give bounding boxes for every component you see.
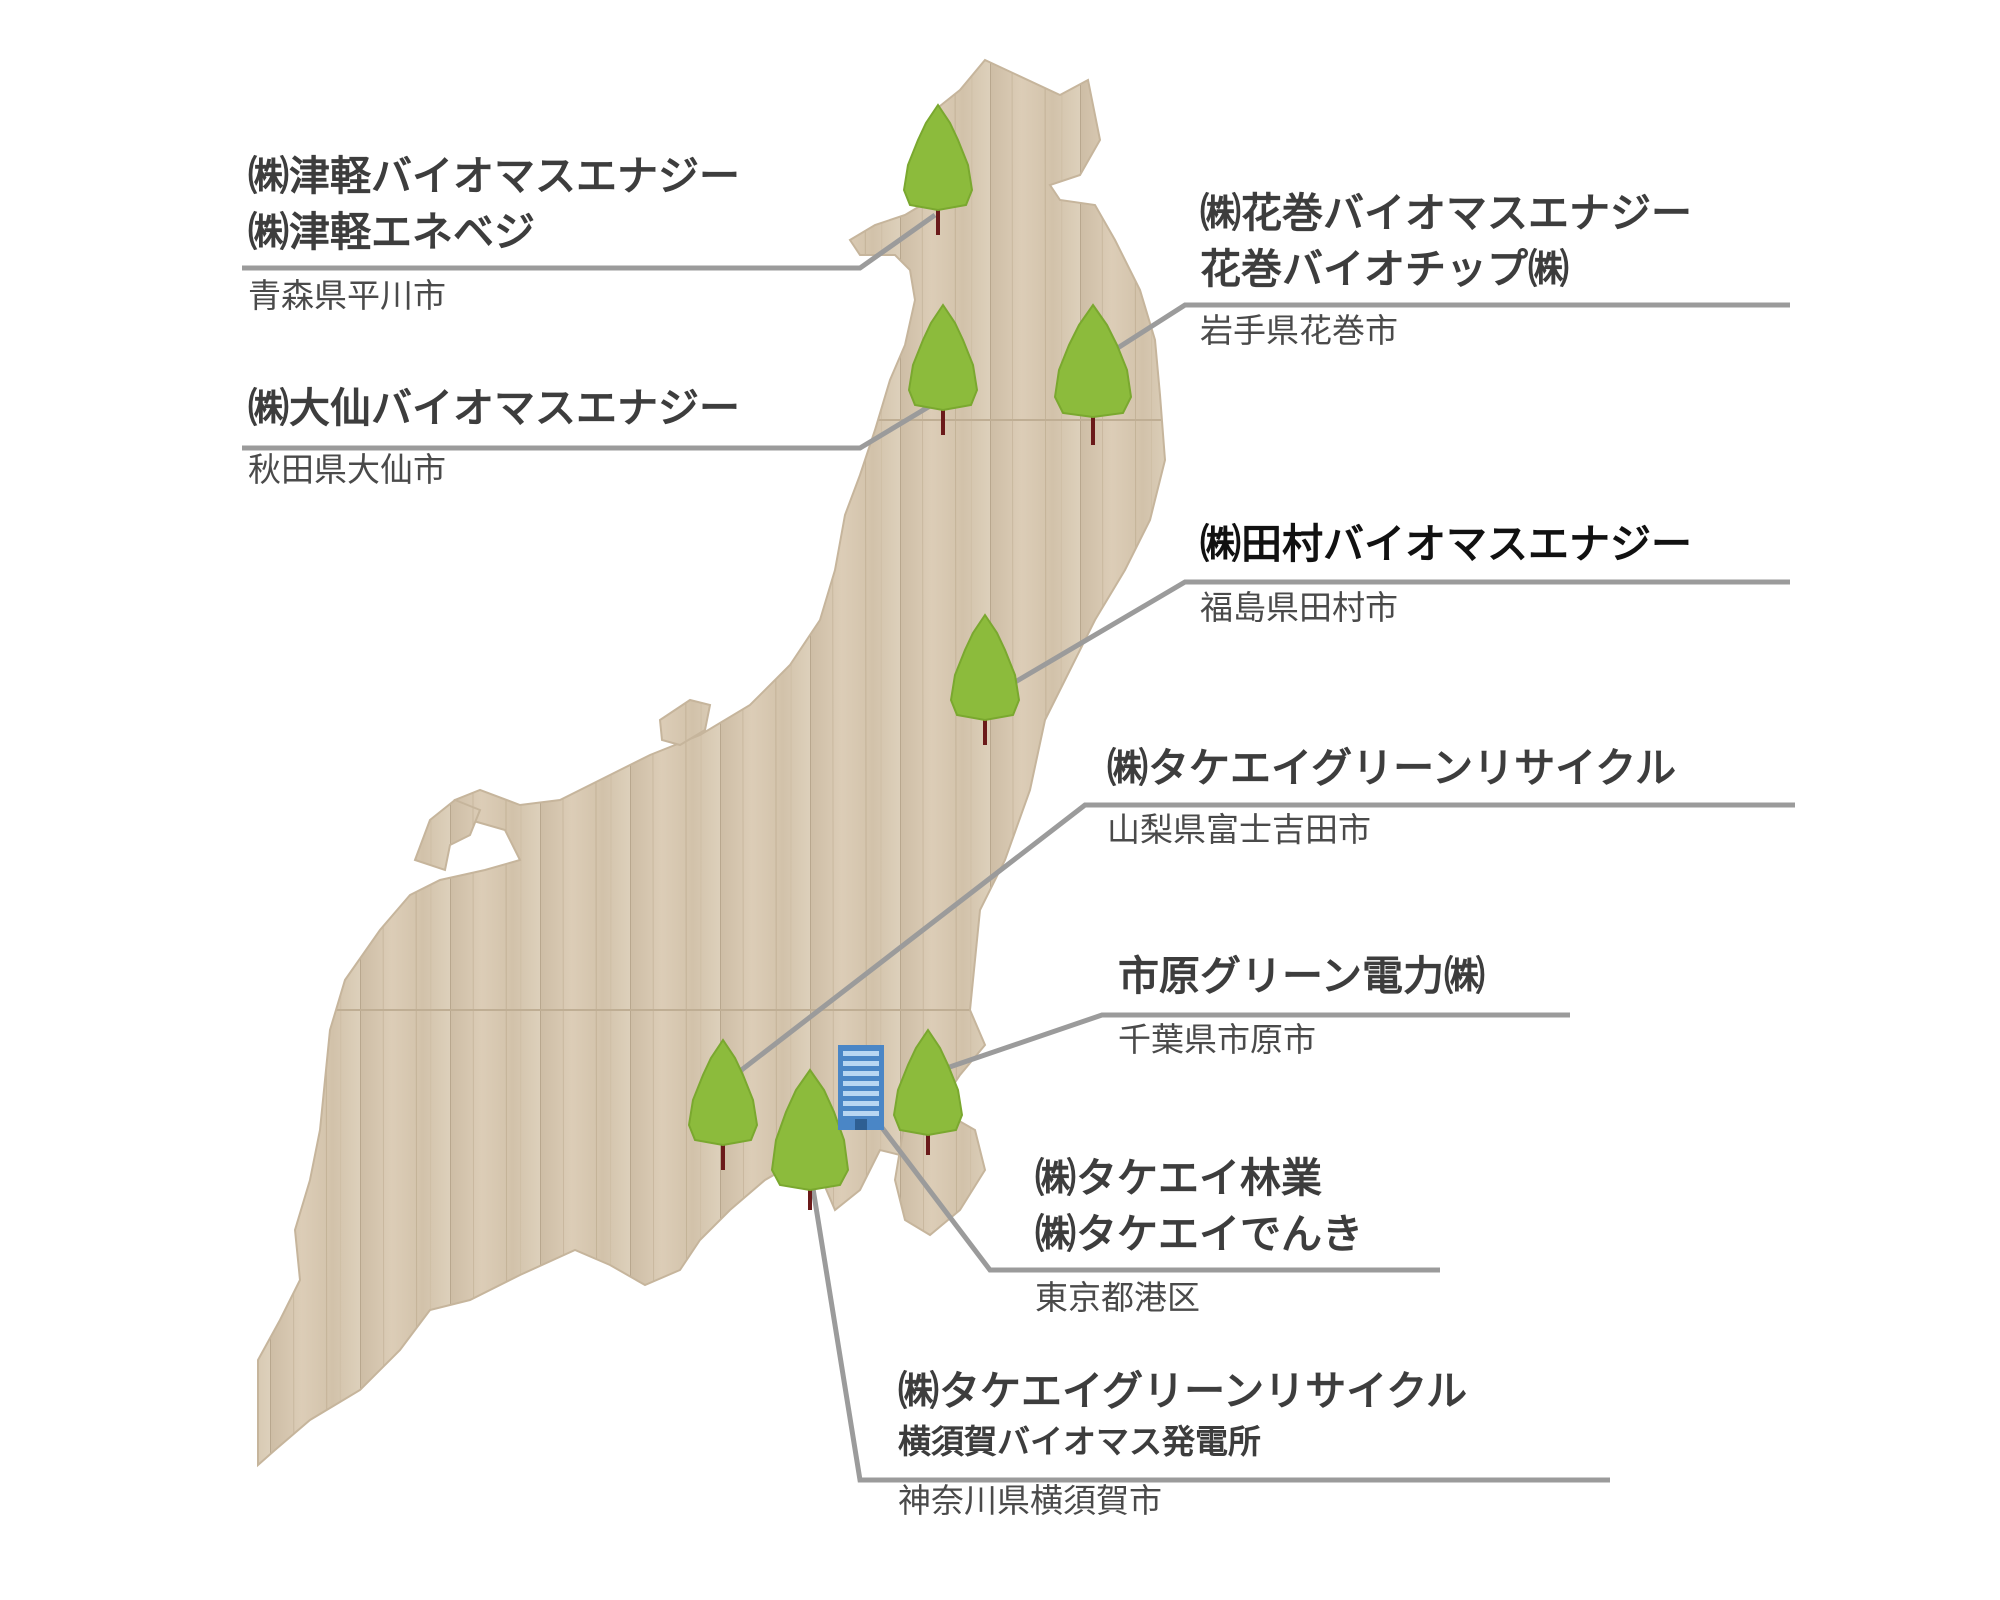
tree-yamanashi-fujiyoshida <box>687 1038 759 1170</box>
office-location: 秋田県大仙市 <box>248 450 446 489</box>
company-name: ㈱タケエイでんき <box>1035 1210 1363 1258</box>
leader-line-daisen <box>242 397 942 451</box>
office-building-icon <box>838 1045 884 1130</box>
tree-icon <box>949 613 1021 745</box>
company-name: ㈱津軽エネベジ <box>248 208 535 256</box>
company-name: ㈱タケエイグリーンリサイクル <box>898 1367 1468 1415</box>
tree-icon <box>892 1028 964 1155</box>
office-label-iwate: ㈱花巻バイオマスエナジー 花巻バイオチップ㈱ 岩手県花巻市 <box>1200 185 1692 353</box>
tree-icon <box>902 103 974 235</box>
sado-island <box>658 698 712 747</box>
office-label-tokyo: ㈱タケエイ林業 ㈱タケエイでんき 東京都港区 <box>1035 1150 1363 1320</box>
office-location: 青森県平川市 <box>248 276 446 315</box>
office-label-yamanashi: ㈱タケエイグリーンリサイクル 山梨県富士吉田市 <box>1107 740 1676 852</box>
company-name: ㈱津軽バイオマスエナジー <box>248 152 740 200</box>
company-name: ㈱大仙バイオマスエナジー <box>248 384 740 432</box>
noto-peninsula <box>413 798 482 872</box>
office-label-aomori: ㈱津軽バイオマスエナジー ㈱津軽エネベジ 青森県平川市 <box>248 148 740 318</box>
tree-iwate-hanamaki <box>1053 303 1133 445</box>
tree-fukushima-tamura <box>949 613 1021 745</box>
tree-icon <box>687 1038 759 1170</box>
office-label-chiba: 市原グリーン電力㈱ 千葉県市原市 <box>1118 948 1485 1062</box>
company-subname: 横須賀バイオマス発電所 <box>898 1422 1261 1461</box>
leader-line-tsugaru <box>242 212 937 271</box>
tree-akita-daisen <box>907 303 979 435</box>
leader-line-fujiyoshida <box>733 802 1795 1077</box>
office-location: 岩手県花巻市 <box>1200 311 1398 350</box>
office-label-fukushima: ㈱田村バイオマスエナジー 福島県田村市 <box>1200 516 1692 630</box>
company-name: ㈱タケエイ林業 <box>1035 1154 1322 1202</box>
office-location: 神奈川県横須賀市 <box>898 1481 1162 1520</box>
tree-icon <box>1053 303 1133 445</box>
office-label-kanagawa: ㈱タケエイグリーンリサイクル 横須賀バイオマス発電所 神奈川県横須賀市 <box>898 1363 1467 1523</box>
company-name: 花巻バイオチップ㈱ <box>1200 245 1569 293</box>
tree-kanagawa-yokosuka <box>770 1068 850 1210</box>
leader-lines <box>242 212 1795 1483</box>
office-location: 福島県田村市 <box>1200 588 1398 627</box>
leader-line-yokosuka <box>807 1169 1610 1483</box>
company-name: ㈱タケエイグリーンリサイクル <box>1107 744 1677 792</box>
office-location: 東京都港区 <box>1035 1278 1200 1317</box>
leader-line-tamura <box>1008 579 1790 688</box>
office-location: 千葉県市原市 <box>1118 1020 1316 1059</box>
leader-line-hanamaki <box>1100 302 1790 361</box>
tree-icon <box>907 303 979 435</box>
office-location: 山梨県富士吉田市 <box>1107 810 1371 849</box>
tree-aomori-hirakawa <box>902 103 974 235</box>
leader-line-ichihara <box>934 1012 1570 1075</box>
leader-line-minato <box>878 1123 1440 1273</box>
company-name: ㈱花巻バイオマスエナジー <box>1200 189 1692 237</box>
office-label-akita: ㈱大仙バイオマスエナジー 秋田県大仙市 <box>248 380 740 492</box>
company-name: 市原グリーン電力㈱ <box>1118 952 1485 1000</box>
company-name: ㈱田村バイオマスエナジー <box>1200 520 1692 568</box>
tree-icon <box>770 1068 850 1210</box>
tree-chiba-ichihara <box>892 1028 964 1155</box>
